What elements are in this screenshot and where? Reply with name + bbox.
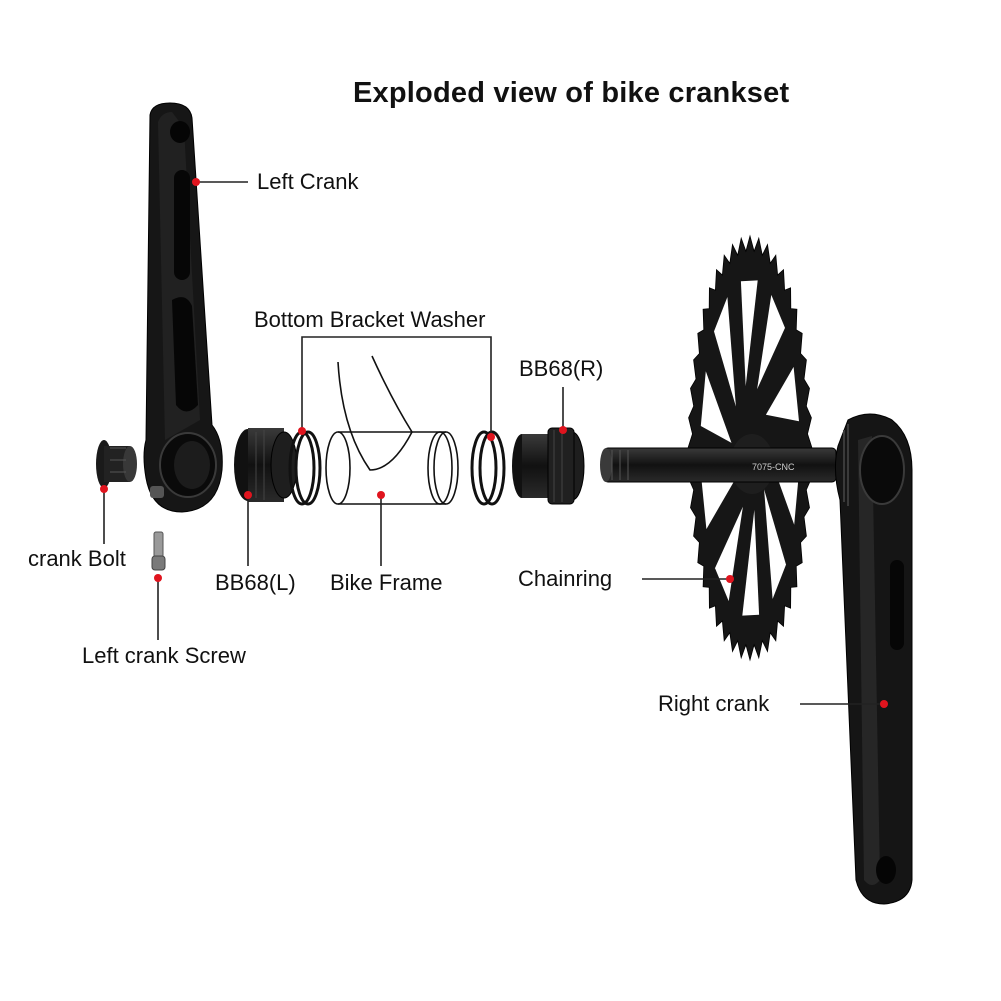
callout-dot-right-crank [880, 700, 888, 708]
label-left-crank: Left Crank [257, 169, 359, 194]
left-crank-part [143, 102, 223, 513]
label-left-crank-screw: Left crank Screw [82, 643, 246, 668]
right-crank-spline [843, 424, 849, 506]
diagram-title: Exploded view of bike crankset [353, 77, 790, 109]
callout-dot-bb68-left [244, 491, 252, 499]
chainring-window [764, 489, 786, 599]
label-right-crank: Right crank [658, 691, 770, 716]
chainring-part [687, 234, 813, 662]
label-bottom-bracket-washer: Bottom Bracket Washer [254, 307, 486, 332]
right-crank-part [834, 413, 913, 905]
chainring-window [700, 371, 732, 443]
crank-bolt-part [96, 440, 137, 488]
callout-dot-chainring [726, 575, 734, 583]
callout-dot-bb68-right [559, 426, 567, 434]
chainring-window [714, 297, 736, 407]
callout-dot-crank-bolt [100, 485, 108, 493]
bb68-left-cup-part [234, 428, 298, 502]
callout-dot-bike-frame [377, 491, 385, 499]
bottom-bracket-washer-right-part [470, 430, 506, 506]
label-crank-bolt: crank Bolt [28, 546, 126, 571]
callout-dot-left-crank [192, 178, 200, 186]
bb68-right-cup-part [512, 427, 585, 505]
chainring-window [701, 474, 735, 530]
chainring-window [715, 506, 743, 602]
chainring-window [765, 366, 799, 422]
callout-dot-washer-right [487, 433, 495, 441]
callout-dots [100, 178, 888, 708]
label-chainring: Chainring [518, 566, 613, 591]
label-bike-frame: Bike Frame [330, 570, 443, 595]
bike-frame-part [325, 355, 459, 505]
spindle-part: 7075-CNC [600, 447, 837, 483]
callout-dot-left-crank-screw [154, 574, 162, 582]
chainring-window [757, 294, 785, 390]
leader-bb-washer-bracket [301, 336, 492, 436]
chainring-window [742, 509, 760, 616]
label-bb68-right: BB68(R) [519, 356, 604, 381]
chainring-window [740, 280, 758, 387]
callout-dot-washer-left [298, 427, 306, 435]
spindle-marking: 7075-CNC [752, 462, 795, 472]
bottom-bracket-washer-left-part [288, 430, 322, 506]
left-crank-screw-part [151, 531, 166, 571]
label-bb68-left: BB68(L) [215, 570, 296, 595]
leader-lines [103, 181, 884, 705]
